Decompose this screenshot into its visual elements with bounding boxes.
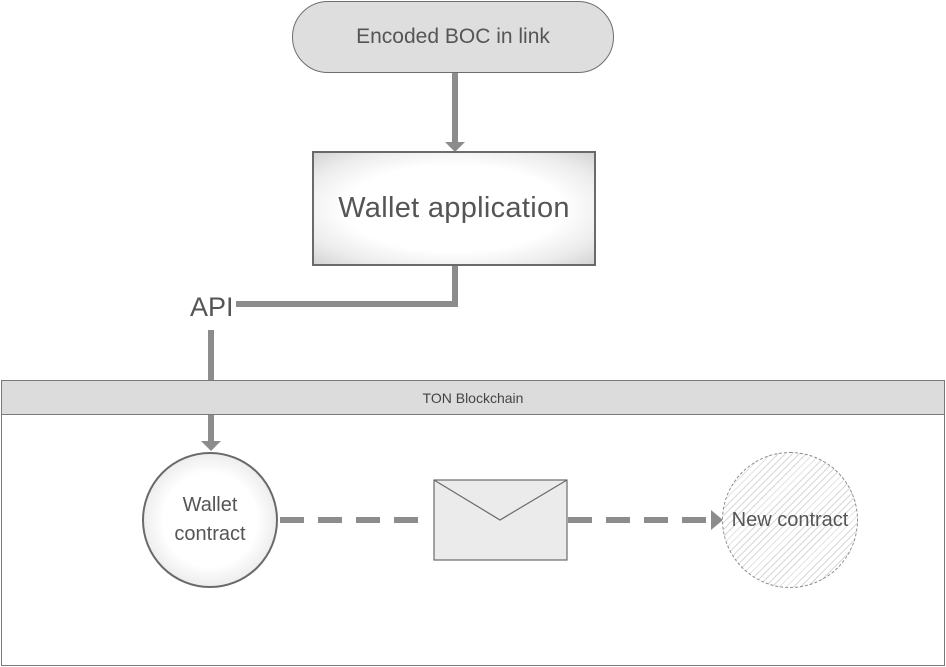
ton-blockchain-pool: TON Blockchain xyxy=(1,380,945,666)
new-contract-node xyxy=(722,452,858,588)
api-label: API xyxy=(188,292,236,323)
encoded-boc-node: Encoded BOC in link xyxy=(292,1,614,73)
wallet-application-label: Wallet application xyxy=(338,192,570,224)
arrowhead-boc-to-app xyxy=(445,142,465,152)
wallet-contract-label-line2: contract xyxy=(174,523,246,545)
wallet-application-node: Wallet application xyxy=(312,151,596,266)
new-contract-label: New contract xyxy=(731,508,849,531)
encoded-boc-label: Encoded BOC in link xyxy=(356,25,550,48)
wallet-contract-node: Wallet contract xyxy=(142,452,278,588)
wallet-contract-text: Wallet contract xyxy=(174,491,245,549)
connector-app-to-api xyxy=(234,266,458,307)
wallet-contract-label-line1: Wallet xyxy=(182,494,238,516)
pool-title: TON Blockchain xyxy=(422,389,524,406)
envelope-icon xyxy=(433,479,568,561)
arrowhead-to-new-contract xyxy=(711,510,723,530)
pool-header: TON Blockchain xyxy=(2,381,944,415)
arrowhead-api-to-wallet-contract xyxy=(201,441,221,451)
